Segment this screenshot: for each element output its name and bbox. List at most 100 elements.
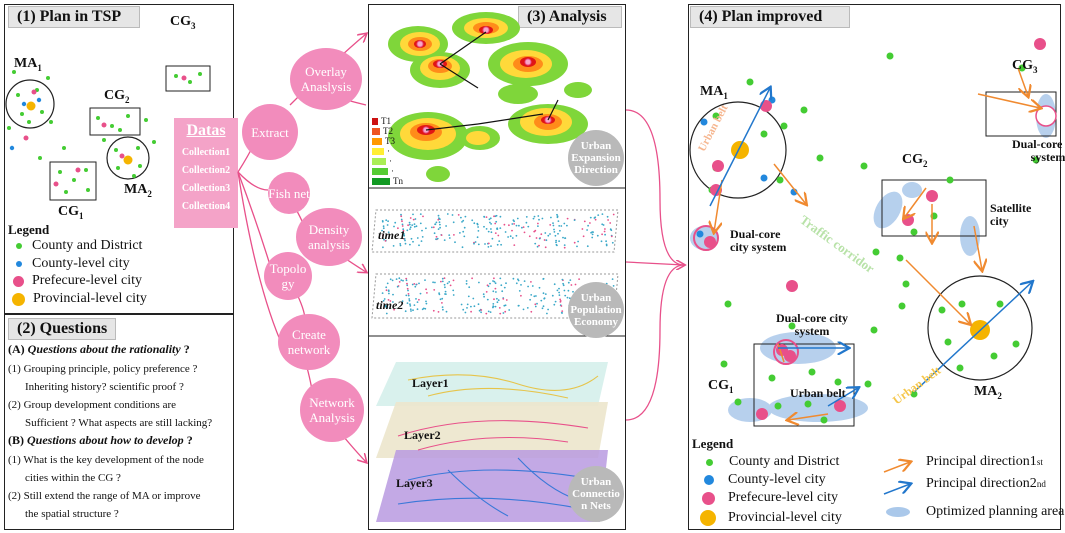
density-point [547, 234, 550, 237]
density-point [386, 224, 389, 226]
density-point [493, 298, 495, 301]
density-point [538, 286, 541, 289]
density-point [387, 290, 390, 292]
density-point [406, 229, 409, 232]
blue-dot-icon [16, 261, 22, 267]
density-point [492, 280, 494, 282]
density-point [560, 225, 563, 227]
density-point [444, 286, 446, 289]
density-point [562, 284, 565, 287]
density-point [382, 225, 385, 228]
density-point [567, 281, 570, 284]
density-point [563, 244, 566, 246]
badge-urban-expansion-direction: Urban Expansion Direction [568, 130, 624, 186]
badge-urban-population-economy: Urban Population Economy [568, 282, 624, 338]
density-point [494, 222, 497, 225]
density-point [409, 217, 412, 219]
density-point [381, 220, 384, 223]
density-point [405, 279, 408, 282]
panel3-title: (3) Analysis [518, 6, 622, 28]
density-point [496, 243, 499, 246]
density-point [401, 300, 404, 303]
density-point [533, 230, 536, 233]
density-point [558, 240, 560, 242]
density-point [534, 303, 537, 306]
density-point [542, 278, 545, 280]
label-time2: time2 [376, 298, 404, 312]
density-point [586, 229, 588, 231]
density-point [523, 280, 526, 282]
panel4-legend-county-district: County and District [706, 454, 839, 470]
density-point [413, 283, 416, 285]
density-point [496, 228, 499, 230]
label-urban-belt-cg1: Urban belt [790, 386, 846, 400]
density-point [388, 292, 390, 295]
density-point [467, 295, 470, 298]
density-point [537, 225, 539, 227]
density-point [439, 226, 441, 229]
density-point [470, 310, 472, 313]
density-point [503, 286, 506, 289]
density-point [499, 312, 502, 315]
density-point [591, 233, 594, 236]
density-point [407, 293, 410, 295]
blue-dot-icon [704, 475, 714, 485]
density-point [546, 312, 548, 315]
density-point [550, 216, 552, 219]
time-legend-row: · [372, 166, 406, 176]
time-label: T1 [381, 116, 391, 126]
density-point [531, 285, 534, 287]
density-point [440, 234, 443, 236]
density-point [533, 215, 536, 218]
density-point [493, 215, 495, 218]
density-point [564, 237, 566, 240]
density-point [448, 281, 451, 283]
density-point [536, 245, 539, 248]
density-point [432, 309, 435, 312]
density-point [382, 227, 385, 230]
density-point [522, 308, 525, 311]
density-point [553, 231, 556, 233]
density-point [398, 281, 401, 283]
density-point [410, 237, 413, 240]
density-point [557, 232, 559, 235]
density-point [402, 228, 405, 231]
density-point [552, 222, 554, 224]
density-point [543, 297, 546, 300]
density-point [549, 224, 552, 226]
orange-dot-icon [700, 510, 716, 526]
density-point [459, 232, 461, 234]
time-swatch [372, 167, 388, 175]
density-point [600, 240, 603, 243]
density-point [559, 229, 561, 232]
density-point [502, 312, 505, 314]
density-point [542, 305, 545, 308]
density-point [472, 297, 475, 300]
question-b-heading: (B) Questions about how to develop ? [8, 433, 193, 447]
density-point [553, 283, 556, 286]
density-point [461, 246, 464, 249]
time-label: · [391, 166, 394, 176]
density-point [482, 293, 485, 296]
density-point [532, 217, 535, 220]
density-point [471, 277, 473, 280]
density-point [462, 230, 465, 233]
density-point [483, 215, 485, 218]
datas-box: Datas Collection1 Collection2 Collection… [174, 118, 238, 228]
density-point [541, 217, 544, 220]
density-point [434, 223, 436, 226]
density-point [498, 307, 501, 309]
density-point [478, 281, 480, 284]
panel1-legend-title: Legend [8, 222, 50, 237]
collection-1: Collection1 [181, 147, 231, 158]
density-point [488, 218, 491, 221]
label-dual-core-left: Dual-core city system [730, 227, 787, 254]
density-point [443, 277, 446, 279]
density-point [492, 303, 495, 305]
density-point [400, 215, 403, 218]
density-point [412, 309, 414, 312]
density-point [511, 223, 514, 225]
panel1-map [5, 65, 211, 201]
density-point [540, 299, 543, 302]
density-point [387, 299, 390, 301]
